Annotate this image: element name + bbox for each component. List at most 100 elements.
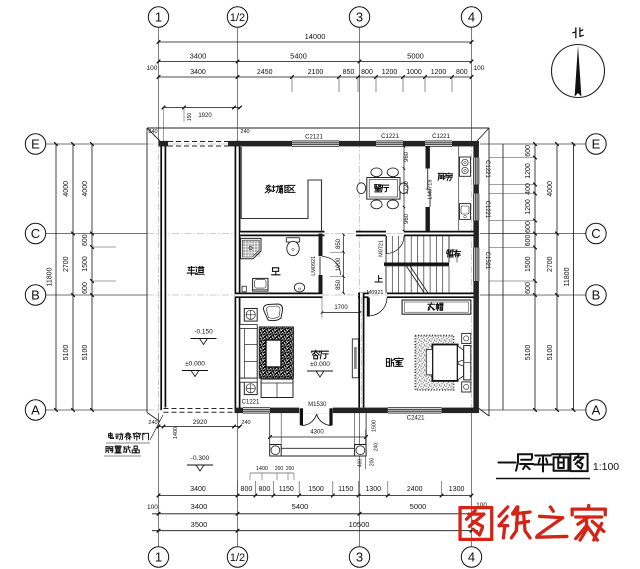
svg-text:960: 960 <box>404 213 410 224</box>
svg-text:C1221: C1221 <box>484 201 490 219</box>
svg-text:M0921: M0921 <box>367 290 384 296</box>
svg-text:1500: 1500 <box>82 256 89 272</box>
svg-text:800: 800 <box>456 69 468 76</box>
svg-text:240: 240 <box>241 420 250 426</box>
svg-text:150: 150 <box>187 113 193 122</box>
svg-text:800: 800 <box>361 69 373 76</box>
svg-text:1150: 1150 <box>279 486 294 493</box>
svg-text:100: 100 <box>147 504 158 511</box>
svg-text:800: 800 <box>259 486 271 493</box>
svg-text:5000: 5000 <box>410 502 427 511</box>
svg-text:10500: 10500 <box>349 520 370 529</box>
svg-text:600: 600 <box>525 221 532 233</box>
svg-text:600: 600 <box>525 282 532 294</box>
svg-text:5100: 5100 <box>547 345 554 361</box>
svg-text:200: 200 <box>370 458 376 467</box>
svg-text:1000: 1000 <box>336 257 342 271</box>
svg-text:C1521: C1521 <box>484 252 490 270</box>
svg-text:1200: 1200 <box>382 69 398 76</box>
svg-text:LM0718: LM0718 <box>428 180 434 200</box>
svg-text:960: 960 <box>404 151 410 162</box>
svg-text:2920: 2920 <box>193 419 208 426</box>
svg-text:M0721: M0721 <box>378 240 384 257</box>
svg-text:1150: 1150 <box>338 486 353 493</box>
svg-text:11800: 11800 <box>564 267 571 286</box>
svg-text:±0.000: ±0.000 <box>310 361 330 368</box>
svg-text:B: B <box>31 288 40 303</box>
svg-text:850: 850 <box>336 238 342 249</box>
svg-text:1: 1 <box>155 550 162 565</box>
svg-text:C: C <box>591 226 600 241</box>
svg-text:5100: 5100 <box>525 345 532 361</box>
svg-text:C1221: C1221 <box>432 134 450 140</box>
svg-text:LM0921: LM0921 <box>311 256 317 276</box>
svg-text:1400: 1400 <box>256 466 268 472</box>
svg-text:C1221: C1221 <box>484 160 490 178</box>
svg-text:C1221: C1221 <box>242 399 260 405</box>
svg-text:200: 200 <box>286 466 295 472</box>
svg-text:600: 600 <box>82 234 89 246</box>
svg-text:850: 850 <box>343 69 355 76</box>
svg-text:2700: 2700 <box>547 256 554 272</box>
svg-text:1/2: 1/2 <box>230 12 245 24</box>
svg-text:1300: 1300 <box>449 486 465 493</box>
svg-text:4000: 4000 <box>63 181 70 197</box>
svg-text:400: 400 <box>358 459 364 468</box>
svg-text:4: 4 <box>468 10 475 25</box>
svg-text:1000: 1000 <box>406 69 422 76</box>
svg-text:C2121: C2121 <box>305 135 323 141</box>
svg-text:4: 4 <box>468 550 475 565</box>
svg-text:400: 400 <box>525 183 532 195</box>
svg-text:600: 600 <box>525 145 532 157</box>
svg-text:A: A <box>592 403 601 418</box>
svg-text:2700: 2700 <box>63 256 70 272</box>
svg-text:100: 100 <box>474 65 485 72</box>
svg-text:5400: 5400 <box>290 52 307 61</box>
svg-text:1500: 1500 <box>525 256 532 272</box>
svg-text:3400: 3400 <box>190 52 207 61</box>
svg-text:3: 3 <box>356 550 363 565</box>
svg-text:1200: 1200 <box>525 163 532 179</box>
svg-text:1500: 1500 <box>372 420 378 432</box>
svg-text:-0.150: -0.150 <box>194 329 213 336</box>
svg-text:1300: 1300 <box>365 486 381 493</box>
svg-text:1200: 1200 <box>525 199 532 215</box>
svg-text:5100: 5100 <box>63 345 70 361</box>
svg-text:1200: 1200 <box>431 69 447 76</box>
svg-text:600: 600 <box>82 282 89 294</box>
svg-text:1720: 1720 <box>404 181 410 195</box>
svg-text:100: 100 <box>476 502 487 509</box>
svg-text:1920: 1920 <box>198 113 212 119</box>
svg-text:5000: 5000 <box>407 52 424 61</box>
svg-text:240: 240 <box>148 129 157 135</box>
svg-text:4000: 4000 <box>82 181 89 197</box>
svg-text:1400: 1400 <box>173 427 179 439</box>
svg-text:3400: 3400 <box>190 69 206 76</box>
svg-text:1:100: 1:100 <box>593 461 619 473</box>
svg-text:240: 240 <box>148 420 157 426</box>
svg-text:240: 240 <box>374 443 380 452</box>
svg-text:3500: 3500 <box>191 520 208 529</box>
svg-text:M1530: M1530 <box>308 402 327 408</box>
svg-text:2100: 2100 <box>308 69 324 76</box>
svg-text:4000: 4000 <box>547 181 554 197</box>
svg-text:±0.000: ±0.000 <box>185 361 205 368</box>
svg-text:C1221: C1221 <box>381 134 399 140</box>
svg-text:3: 3 <box>356 10 363 25</box>
svg-text:1: 1 <box>155 10 162 25</box>
svg-text:A: A <box>31 403 40 418</box>
svg-text:E: E <box>592 137 601 152</box>
svg-text:200: 200 <box>275 466 284 472</box>
svg-text:2400: 2400 <box>407 486 423 493</box>
svg-text:600: 600 <box>525 235 532 247</box>
svg-text:1500: 1500 <box>308 486 324 493</box>
svg-text:100: 100 <box>147 65 158 72</box>
svg-text:C: C <box>31 226 40 241</box>
svg-text:850: 850 <box>336 279 342 290</box>
svg-text:5400: 5400 <box>292 502 309 511</box>
svg-text:14000: 14000 <box>305 32 326 41</box>
svg-text:3400: 3400 <box>190 486 206 493</box>
svg-text:11800: 11800 <box>47 267 54 286</box>
svg-text:5100: 5100 <box>82 345 89 361</box>
svg-text:E: E <box>31 137 40 152</box>
